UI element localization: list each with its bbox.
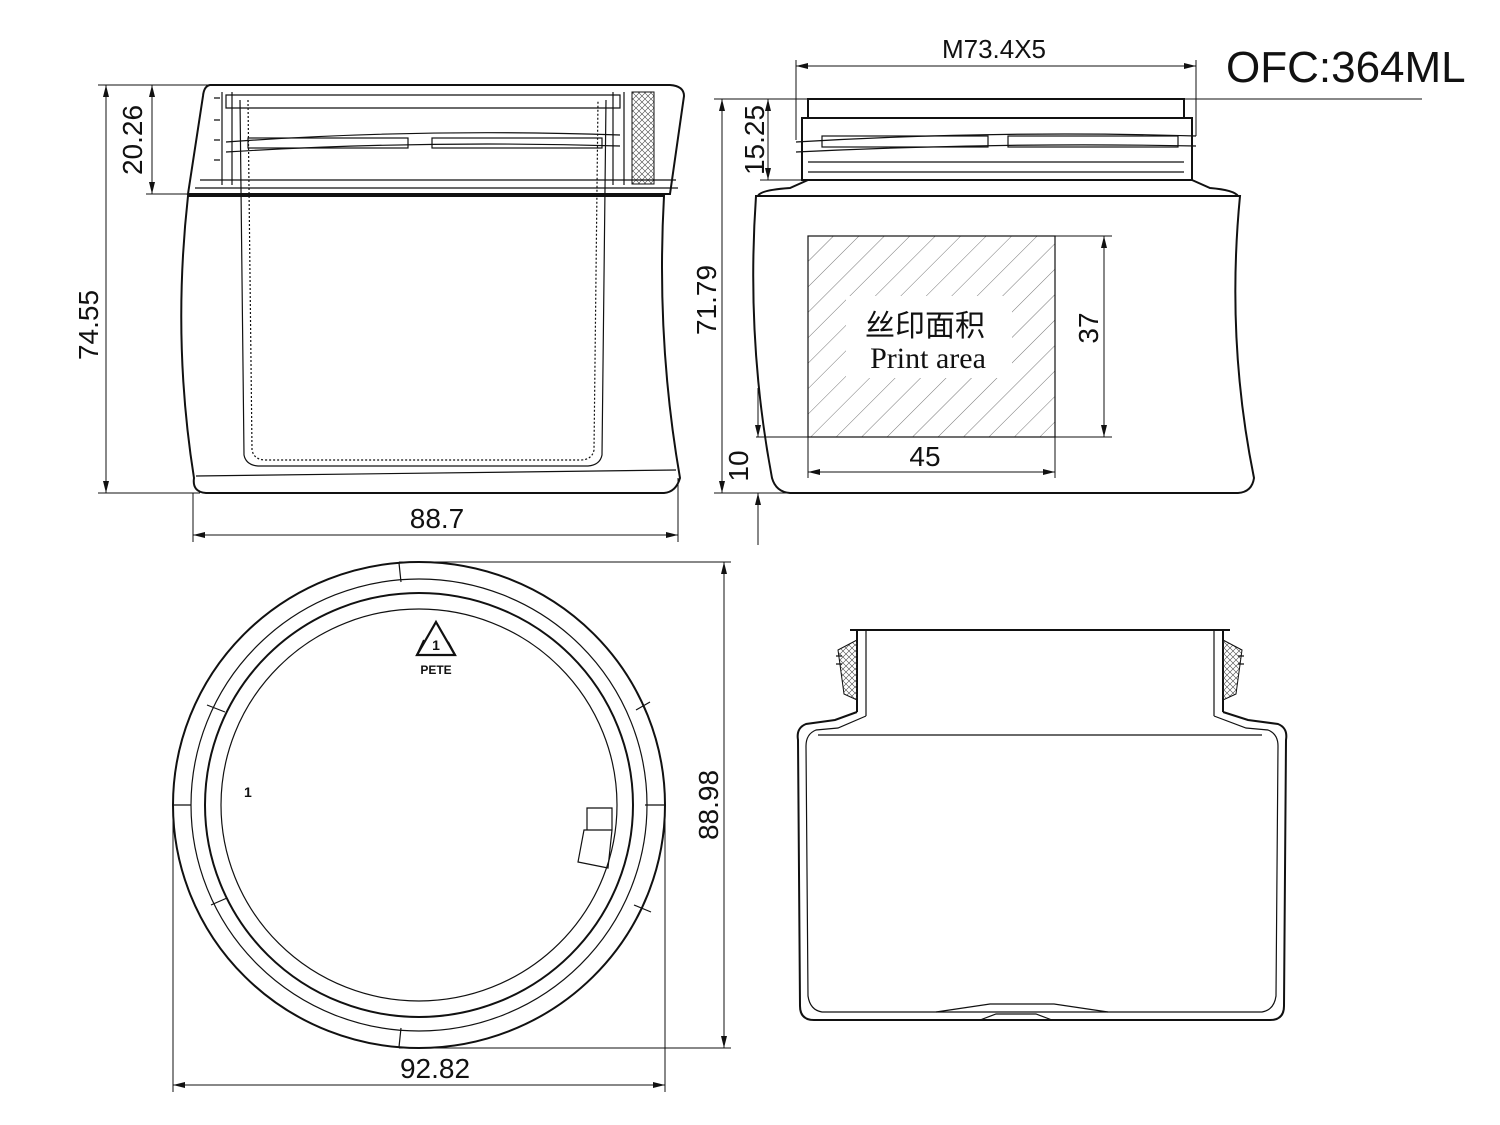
front-view: 20.26 74.55 88.7 [73,84,686,542]
section-view [796,629,1288,1021]
cap-height-label: 20.26 [117,105,148,175]
thread-spec-label: M73.4X5 [942,34,1046,64]
top-diameter-h-label: 92.82 [400,1053,470,1084]
print-width-label: 45 [909,441,940,472]
recycle-icon: 1 PETE [415,619,457,677]
recycle-number: 1 [432,637,440,653]
bottom-offset-label: 10 [723,450,754,481]
recycle-code: PETE [420,663,451,677]
front-width-label: 88.7 [410,503,465,534]
print-area-en-label: Print area [870,342,986,375]
top-diameter-v-label: 88.98 [693,770,724,840]
side-view: 丝印面积 Print area M73.4X5 OFC:364ML 15.25 … [691,34,1466,545]
print-height-label: 37 [1073,312,1104,343]
print-area-cn-label: 丝印面积 [865,310,985,343]
neck-height-label: 15.25 [739,105,770,175]
total-height-label: 74.55 [73,290,104,360]
capacity-label: OFC:364ML [1226,43,1466,92]
mold-mark: 1 [244,784,252,800]
body-height-label: 71.79 [691,265,722,335]
top-view: 1 PETE 1 92.82 88.98 [172,561,731,1092]
